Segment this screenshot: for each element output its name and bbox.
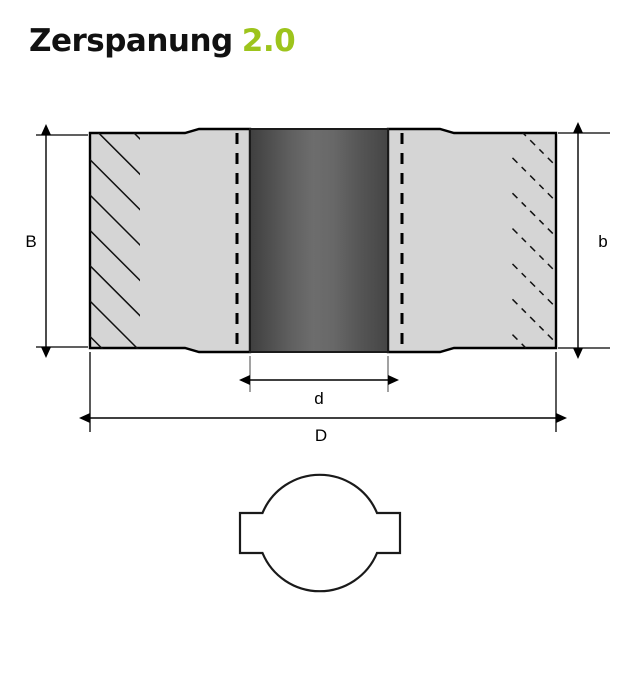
side-section-view bbox=[88, 127, 558, 354]
dimension-d-label: d bbox=[314, 389, 323, 408]
dimension-B-label: B bbox=[25, 232, 36, 251]
logo-word: Zerspanung bbox=[29, 23, 233, 59]
dimension-d: d bbox=[239, 356, 399, 408]
center-shaft bbox=[249, 128, 389, 353]
dimension-B: B bbox=[25, 124, 88, 358]
right-section-hatching bbox=[512, 133, 556, 349]
left-section-hatching bbox=[90, 133, 140, 349]
brand-logo: Zerspanung 2.0 bbox=[29, 21, 296, 61]
dimension-b-label: b bbox=[598, 232, 607, 251]
cross-section-view bbox=[238, 473, 402, 593]
dimension-D: D bbox=[79, 352, 567, 445]
cross-section-profile bbox=[238, 473, 402, 593]
logo-version: 2.0 bbox=[241, 23, 296, 59]
dimension-b: b bbox=[558, 122, 610, 359]
dimension-D-label: D bbox=[315, 426, 327, 445]
